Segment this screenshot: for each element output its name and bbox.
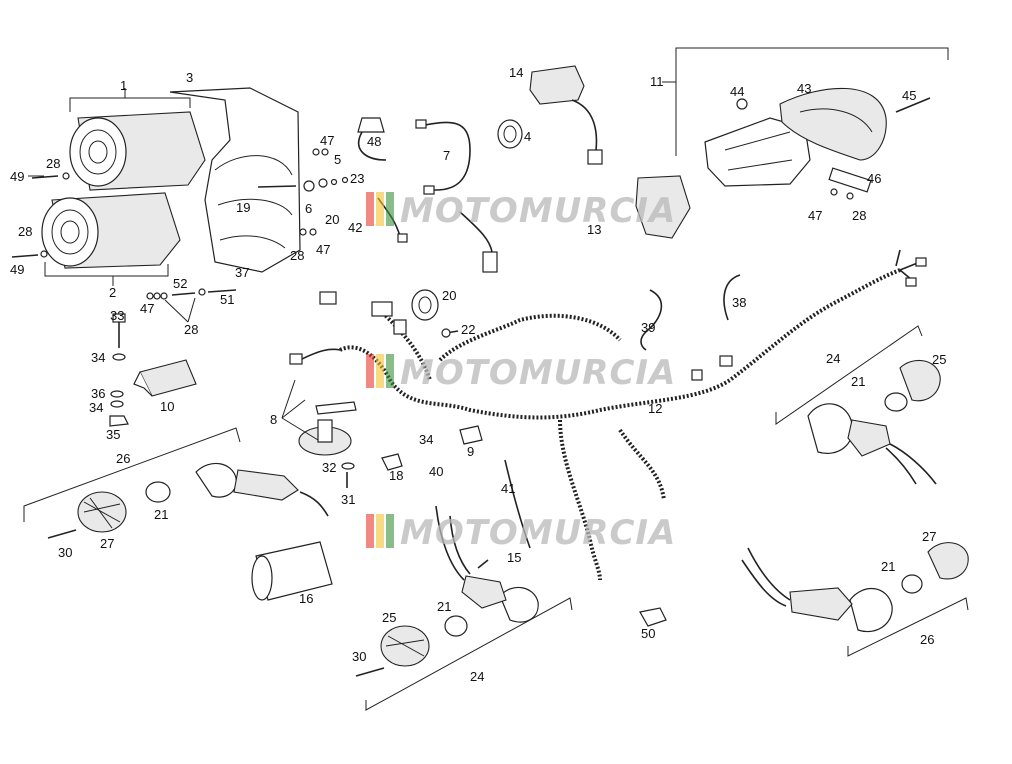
callout-label: 24 — [470, 669, 484, 684]
fastener-set — [146, 288, 237, 323]
callout-label: 20 — [442, 288, 456, 303]
switch-assembly — [497, 65, 603, 165]
callout-label: 5 — [334, 152, 341, 167]
callout-label: 48 — [367, 134, 381, 149]
watermark-text-top: MOTOMURCIA — [400, 191, 676, 231]
callout-label: 31 — [341, 492, 355, 507]
callout-label: 36 — [91, 386, 105, 401]
callout-label: 47 — [316, 242, 330, 257]
callout-label: 6 — [305, 201, 312, 216]
watermark-logo-bottom: MOTOMURCIA — [366, 513, 676, 553]
callout-label: 13 — [587, 222, 601, 237]
callout-label: 47 — [320, 133, 334, 148]
callout-label: 1 — [120, 78, 127, 93]
watermark-logo-top: MOTOMURCIA — [366, 191, 676, 231]
callout-label: 28 — [46, 156, 60, 171]
callout-label: 22 — [461, 322, 475, 337]
callout-label: 32 — [322, 460, 336, 475]
callout-label: 44 — [730, 84, 744, 99]
callout-label: 23 — [350, 171, 364, 186]
callout-label: 42 — [348, 220, 362, 235]
callout-label: 49 — [10, 169, 24, 184]
callout-label: 9 — [467, 444, 474, 459]
horn-assembly — [298, 401, 403, 488]
callout-label: 49 — [10, 262, 24, 277]
callout-label: 30 — [352, 649, 366, 664]
callout-label: 50 — [641, 626, 655, 641]
callout-label: 3 — [186, 70, 193, 85]
callout-label: 12 — [648, 401, 662, 416]
callout-label: 41 — [501, 481, 515, 496]
callout-label: 40 — [429, 464, 443, 479]
callout-label: 37 — [235, 265, 249, 280]
indicator-front-left — [23, 427, 329, 539]
tail-light-assembly — [635, 47, 949, 239]
callout-label: 28 — [290, 248, 304, 263]
callout-label: 30 — [58, 545, 72, 560]
callout-label: 21 — [154, 507, 168, 522]
callout-label: 34 — [89, 400, 103, 415]
watermark-logo-middle: MOTOMURCIA — [366, 353, 676, 393]
indicator-rear-right — [741, 542, 969, 657]
callout-label: 15 — [507, 550, 521, 565]
callout-label: 24 — [826, 351, 840, 366]
callout-label: 28 — [852, 208, 866, 223]
callout-label: 26 — [116, 451, 130, 466]
callout-label: 43 — [797, 81, 811, 96]
callout-label: 11 — [650, 74, 664, 89]
callout-label: 2 — [109, 285, 116, 300]
watermark-group: MOTOMURCIA MOTOMURCIA MOTOMURCIA — [366, 191, 676, 553]
callout-label: 10 — [160, 399, 174, 414]
callout-label: 19 — [236, 200, 250, 215]
headlight-assembly — [11, 87, 329, 286]
callout-label: 35 — [106, 427, 120, 442]
indicator-front-right — [775, 325, 941, 485]
callout-label: 16 — [299, 591, 313, 606]
callout-label: 39 — [641, 320, 655, 335]
callout-label: 28 — [184, 322, 198, 337]
bulb-and-cables — [257, 117, 498, 273]
callout-label: 52 — [173, 276, 187, 291]
callout-label: 8 — [270, 412, 277, 427]
callout-label: 27 — [100, 536, 114, 551]
callout-label: 34 — [419, 432, 433, 447]
callout-label: 33 — [110, 308, 124, 323]
misc-parts — [251, 541, 667, 627]
callout-label: 27 — [922, 529, 936, 544]
callout-label: 34 — [91, 350, 105, 365]
callout-label: 21 — [851, 374, 865, 389]
callout-label: 14 — [509, 65, 523, 80]
callout-label: 21 — [437, 599, 451, 614]
callout-label: 47 — [808, 208, 822, 223]
callout-label: 20 — [325, 212, 339, 227]
callout-label: 28 — [18, 224, 32, 239]
callout-label: 47 — [140, 301, 154, 316]
callout-label: 46 — [867, 171, 881, 186]
callout-label: 45 — [902, 88, 916, 103]
watermark-text-bottom: MOTOMURCIA — [400, 513, 676, 553]
callout-label: 7 — [443, 148, 450, 163]
main-wiring-harness — [289, 249, 927, 581]
watermark-text-middle: MOTOMURCIA — [400, 353, 676, 393]
leader-lines — [28, 81, 676, 441]
callout-label: 51 — [220, 292, 234, 307]
relay-block — [109, 313, 197, 427]
callout-label: 4 — [524, 129, 531, 144]
callout-label: 25 — [382, 610, 396, 625]
callout-label: 25 — [932, 352, 946, 367]
callout-label: 21 — [881, 559, 895, 574]
callout-label: 38 — [732, 295, 746, 310]
callout-label: 18 — [389, 468, 403, 483]
callout-label: 26 — [920, 632, 934, 647]
indicator-rear-left — [355, 505, 573, 711]
callout-labels: 1 3 28 49 28 49 2 47 5 48 7 14 4 11 44 4… — [10, 65, 946, 684]
